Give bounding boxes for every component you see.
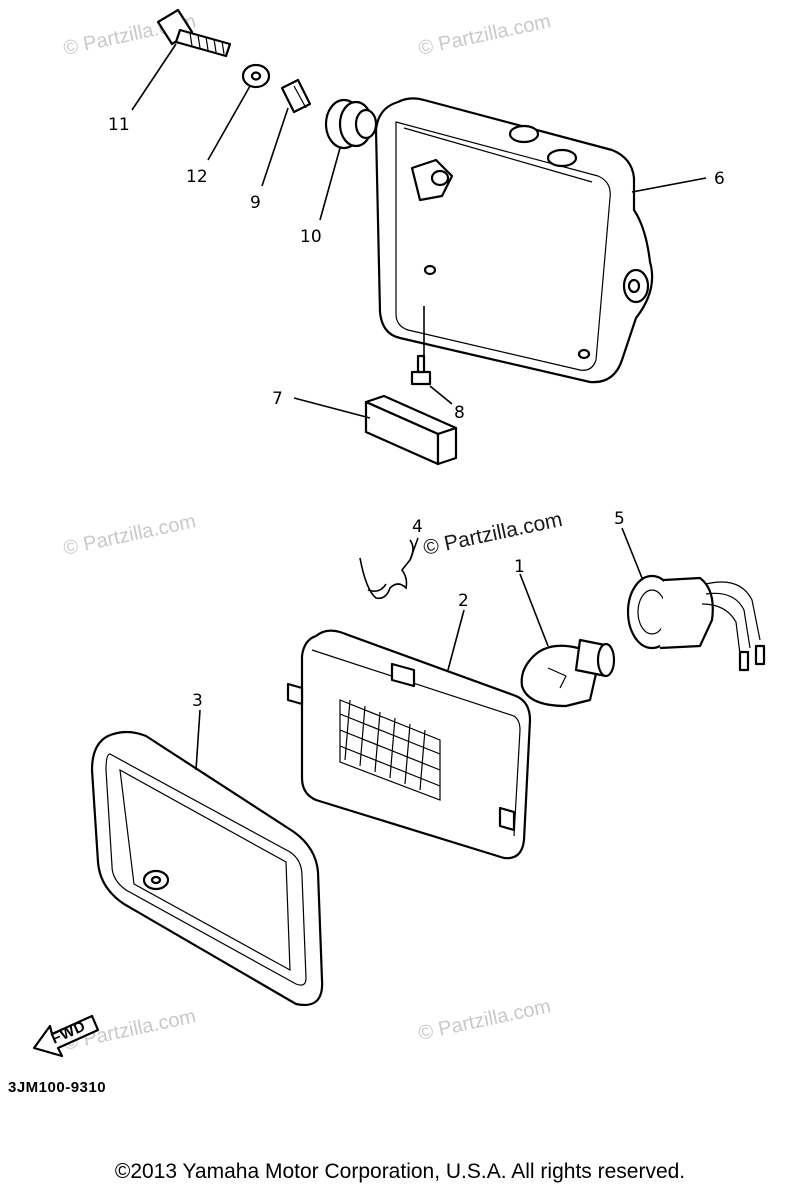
callouts: 11 12 9 10 6 8 7 4 2 1 5 3 [108, 115, 725, 711]
part-11-bolt [156, 8, 232, 58]
callout-1: 1 [514, 557, 525, 577]
callout-7: 7 [272, 389, 283, 409]
callout-4: 4 [412, 517, 423, 537]
part-3-rim [90, 730, 324, 1007]
part-5-socket [626, 574, 766, 672]
leader-lines [131, 43, 707, 771]
part-12-washer [241, 63, 271, 89]
callout-3: 3 [192, 691, 203, 711]
part-1-bulb [520, 638, 616, 708]
callout-6: 6 [714, 169, 725, 189]
callout-12: 12 [186, 167, 208, 187]
part-6-headlight-housing [374, 97, 654, 384]
callout-11: 11 [108, 115, 130, 135]
part-2-headlight-unit [286, 629, 532, 860]
watermark: © Partzilla.com [416, 10, 552, 60]
callout-5: 5 [614, 509, 625, 529]
part-9-collar [280, 78, 312, 114]
part-4-spring-clip [359, 539, 414, 600]
callout-9: 9 [250, 193, 261, 213]
callout-8: 8 [454, 403, 465, 423]
part-7-block [364, 394, 458, 466]
copyright-footer: ©2013 Yamaha Motor Corporation, U.S.A. A… [114, 1160, 686, 1183]
callout-10: 10 [300, 227, 322, 247]
watermark: © Partzilla.com [416, 995, 552, 1045]
part-8-screw [410, 354, 432, 386]
watermark-center: © Partzilla.com [421, 508, 564, 560]
diagram-code: 3JM100-9310 [8, 1079, 106, 1096]
watermark: © Partzilla.com [61, 510, 197, 560]
part-10-grommet [324, 98, 378, 150]
callout-2: 2 [458, 591, 469, 611]
